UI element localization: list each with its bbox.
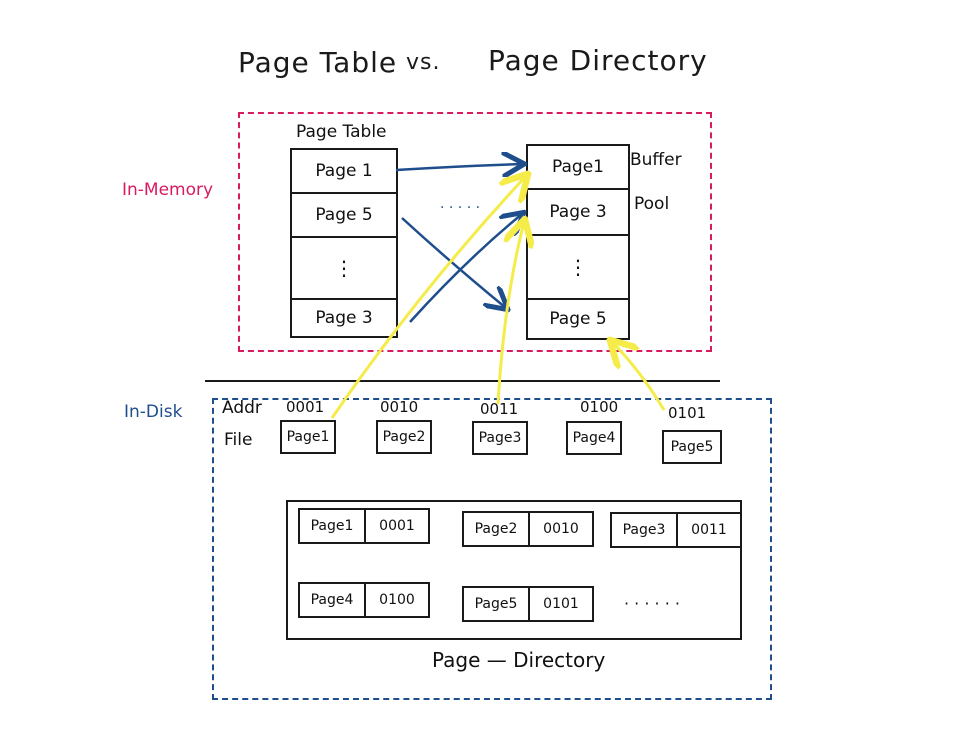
page-table-row: ⋮ (292, 236, 396, 298)
disk-addr: 0101 (668, 404, 707, 422)
pd-page: Page5 (464, 588, 530, 620)
disk-file: Page3 (472, 421, 528, 455)
title-page-directory: Page Directory (488, 44, 708, 77)
in-memory-label: In-Memory (122, 180, 214, 200)
buffer-pool-row: ⋮ (528, 234, 628, 298)
addr-label: Addr (222, 398, 262, 418)
pd-page: Page2 (464, 513, 530, 545)
disk-file: Page5 (662, 430, 722, 464)
pd-page: Page3 (612, 514, 678, 546)
memory-disk-divider (205, 380, 720, 382)
buffer-label: Buffer (630, 150, 682, 170)
title-page-table: Page Table (238, 46, 398, 79)
disk-addr: 0001 (286, 398, 325, 416)
page-table-row: Page 3 (292, 298, 396, 336)
pd-page: Page4 (300, 584, 366, 616)
page-table-label: Page Table (296, 122, 387, 142)
pd-addr: 0001 (379, 518, 415, 534)
disk-file: Page4 (566, 421, 622, 455)
page-directory-entry: Page2 0010 (462, 511, 594, 547)
disk-addr: 0011 (480, 400, 519, 418)
page-directory-entry: Page3 0011 (610, 512, 742, 548)
ellipsis-dots: · · · · · (440, 200, 481, 216)
page-directory-entry: Page1 0001 (298, 508, 430, 544)
page-directory-entry: Page5 0101 (462, 586, 594, 622)
pd-addr: 0100 (379, 592, 415, 608)
page-directory-label: Page — Directory (432, 648, 606, 672)
buffer-pool-row: Page 3 (528, 188, 628, 234)
pd-addr: 0101 (543, 596, 579, 612)
page-table-row: Page 5 (292, 192, 396, 236)
page-directory (286, 500, 742, 640)
page-table: Page 1 Page 5 ⋮ Page 3 (290, 148, 398, 338)
page-directory-more: · · · · · · (624, 594, 680, 613)
page-directory-entry: Page4 0100 (298, 582, 430, 618)
buffer-pool-row: Page 5 (528, 298, 628, 338)
file-label: File (224, 430, 253, 450)
pd-addr: 0011 (691, 522, 727, 538)
pd-page: Page1 (300, 510, 366, 542)
buffer-pool: Page1 Page 3 ⋮ Page 5 (526, 144, 630, 340)
in-disk-label: In-Disk (124, 402, 183, 422)
buffer-pool-row: Page1 (552, 157, 604, 177)
title-vs: vs. (406, 50, 441, 75)
disk-file: Page1 (280, 420, 336, 454)
pd-addr: 0010 (543, 521, 579, 537)
disk-file: Page2 (376, 420, 432, 454)
disk-addr: 0010 (380, 398, 419, 416)
pool-label: Pool (634, 194, 670, 214)
disk-addr: 0100 (580, 398, 619, 416)
page-table-row: Page 1 (315, 161, 373, 181)
